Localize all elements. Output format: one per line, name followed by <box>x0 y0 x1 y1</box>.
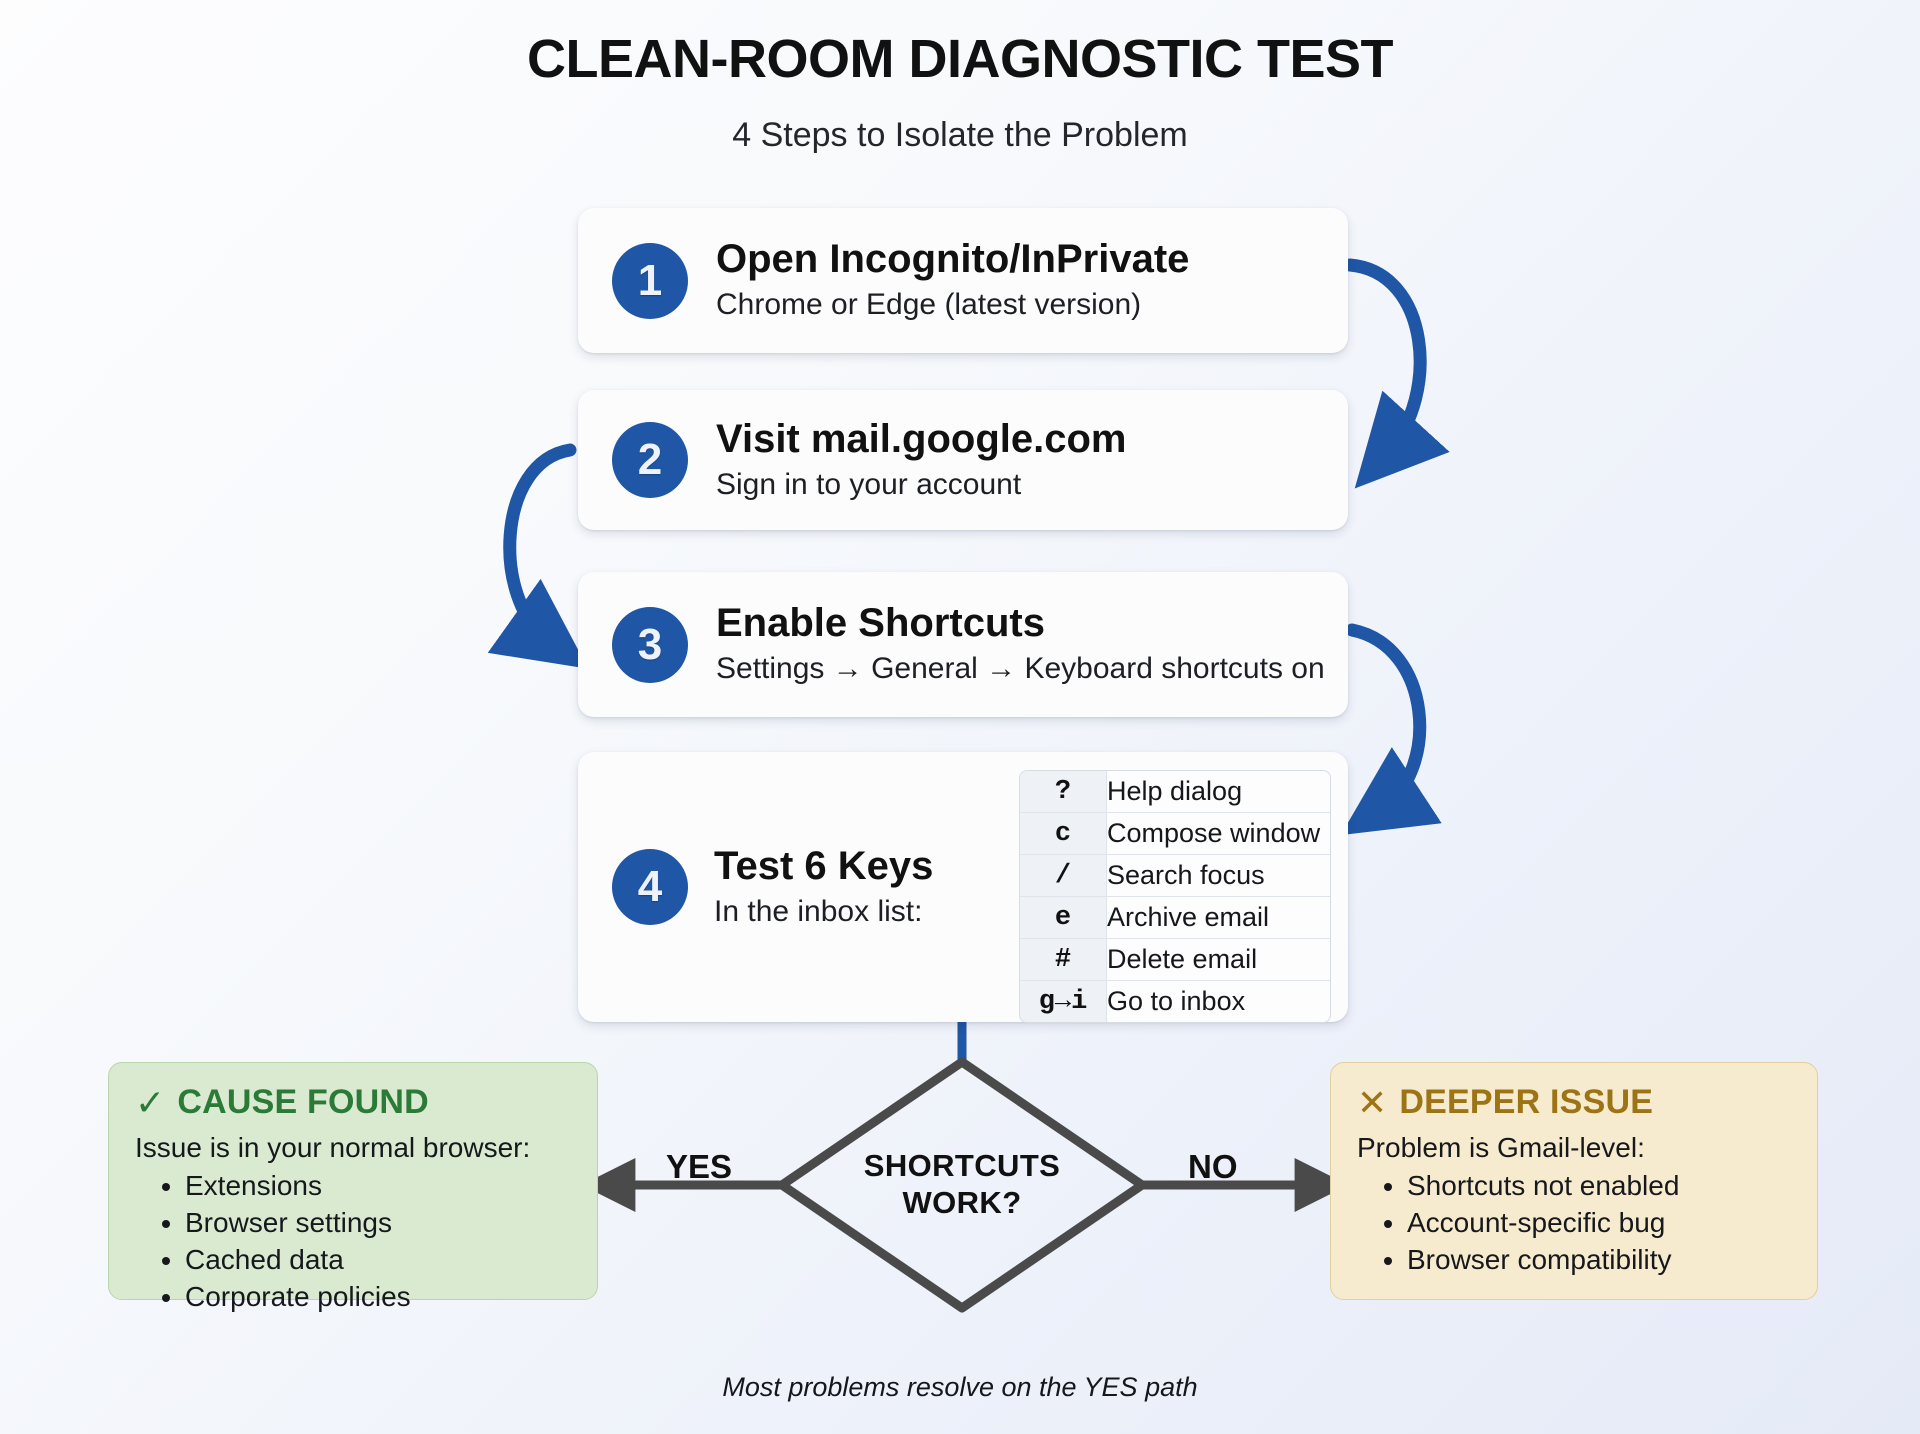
step-heading: Enable Shortcuts <box>716 601 1045 646</box>
shortcut-key: ? <box>1020 771 1107 813</box>
shortcut-desc: Delete email <box>1106 938 1330 981</box>
shortcut-desc: Search focus <box>1106 854 1330 897</box>
list-item: Shortcuts not enabled <box>1407 1168 1791 1205</box>
decision-diamond: SHORTCUTS WORK? <box>782 1060 1142 1310</box>
shortcut-key-table: ? Help dialog c Compose window / Search … <box>1020 771 1330 1022</box>
shortcut-key: e <box>1020 896 1107 939</box>
step-text-block: Visit mail.google.com Sign in to your ac… <box>716 417 1126 503</box>
shortcut-desc: Compose window <box>1106 812 1330 855</box>
decision-label: SHORTCUTS WORK? <box>782 1060 1142 1310</box>
outcome-deeper-issue: ✕ DEEPER ISSUE Problem is Gmail-level: S… <box>1330 1062 1818 1300</box>
table-row: / Search focus <box>1020 854 1330 897</box>
decision-line-1: SHORTCUTS <box>863 1148 1061 1184</box>
step-heading: Test 6 Keys <box>714 843 934 888</box>
branch-label-no: NO <box>1188 1148 1238 1185</box>
shortcut-desc: Go to inbox <box>1107 986 1246 1016</box>
shortcut-key: # <box>1020 938 1107 981</box>
step-number-badge: 1 <box>612 242 688 319</box>
outcome-heading: ✓ CAUSE FOUND <box>135 1083 571 1122</box>
list-item: Browser settings <box>185 1205 571 1242</box>
table-row: e Archive email <box>1020 896 1330 939</box>
step-subtext: In the inbox list: <box>714 894 923 928</box>
table-row: ? Help dialog <box>1020 771 1330 813</box>
outcome-cause-found: ✓ CAUSE FOUND Issue is in your normal br… <box>108 1062 598 1312</box>
outcome-lead: Issue is in your normal browser: <box>135 1132 531 1163</box>
step-text-block: Open Incognito/InPrivate Chrome or Edge … <box>716 237 1189 323</box>
step-heading: Open Incognito/InPrivate <box>716 237 1190 282</box>
step-text-block: Test 6 Keys In the inbox list: <box>714 844 964 930</box>
step-card-3[interactable]: 3 Enable Shortcuts Settings → General → … <box>578 572 1348 717</box>
list-item: Account-specific bug <box>1407 1205 1791 1242</box>
step-number-badge: 4 <box>612 849 688 925</box>
outcome-lead: Problem is Gmail-level: <box>1357 1132 1645 1163</box>
shortcut-desc: Archive email <box>1106 896 1330 939</box>
list-item: Corporate policies <box>185 1279 571 1316</box>
list-item: Cached data <box>185 1242 571 1279</box>
decision-line-2: WORK? <box>902 1185 1022 1220</box>
shortcut-desc: Help dialog <box>1106 771 1330 813</box>
step-number-badge: 2 <box>612 422 688 498</box>
shortcut-key: c <box>1020 812 1107 855</box>
table-row: # Delete email <box>1020 938 1330 981</box>
step-card-2[interactable]: 2 Visit mail.google.com Sign in to your … <box>578 390 1348 530</box>
list-item: Browser compatibility <box>1407 1242 1791 1279</box>
shortcut-key: g→i <box>1020 980 1107 1022</box>
page-title: CLEAN-ROOM DIAGNOSTIC TEST <box>527 29 1393 89</box>
footnote: Most problems resolve on the YES path <box>722 1372 1198 1402</box>
table-row: c Compose window <box>1020 812 1330 855</box>
list-item: Extensions <box>185 1168 571 1205</box>
check-icon: ✓ <box>135 1081 166 1123</box>
outcome-list: Shortcuts not enabled Account-specific b… <box>1357 1168 1791 1279</box>
step-subtext: Sign in to your account <box>716 467 1022 501</box>
page-subtitle: 4 Steps to Isolate the Problem <box>732 116 1188 154</box>
table-row: g→i Go to inbox <box>1020 980 1330 1022</box>
outcome-list: Extensions Browser settings Cached data … <box>135 1168 571 1316</box>
cross-icon: ✕ <box>1357 1081 1388 1123</box>
step-subtext: Settings → General → Keyboard shortcuts … <box>716 652 1325 686</box>
outcome-title: DEEPER ISSUE <box>1399 1083 1654 1121</box>
step-subtext: Chrome or Edge (latest version) <box>716 288 1142 322</box>
step-card-1[interactable]: 1 Open Incognito/InPrivate Chrome or Edg… <box>578 208 1348 353</box>
outcome-heading: ✕ DEEPER ISSUE <box>1357 1083 1791 1122</box>
branch-label-yes: YES <box>666 1148 733 1185</box>
step-number-badge: 3 <box>612 606 688 683</box>
shortcut-key: / <box>1020 854 1107 897</box>
step-text-block: Enable Shortcuts Settings → General → Ke… <box>716 601 1325 687</box>
step-heading: Visit mail.google.com <box>716 416 1127 461</box>
outcome-title: CAUSE FOUND <box>177 1083 429 1121</box>
